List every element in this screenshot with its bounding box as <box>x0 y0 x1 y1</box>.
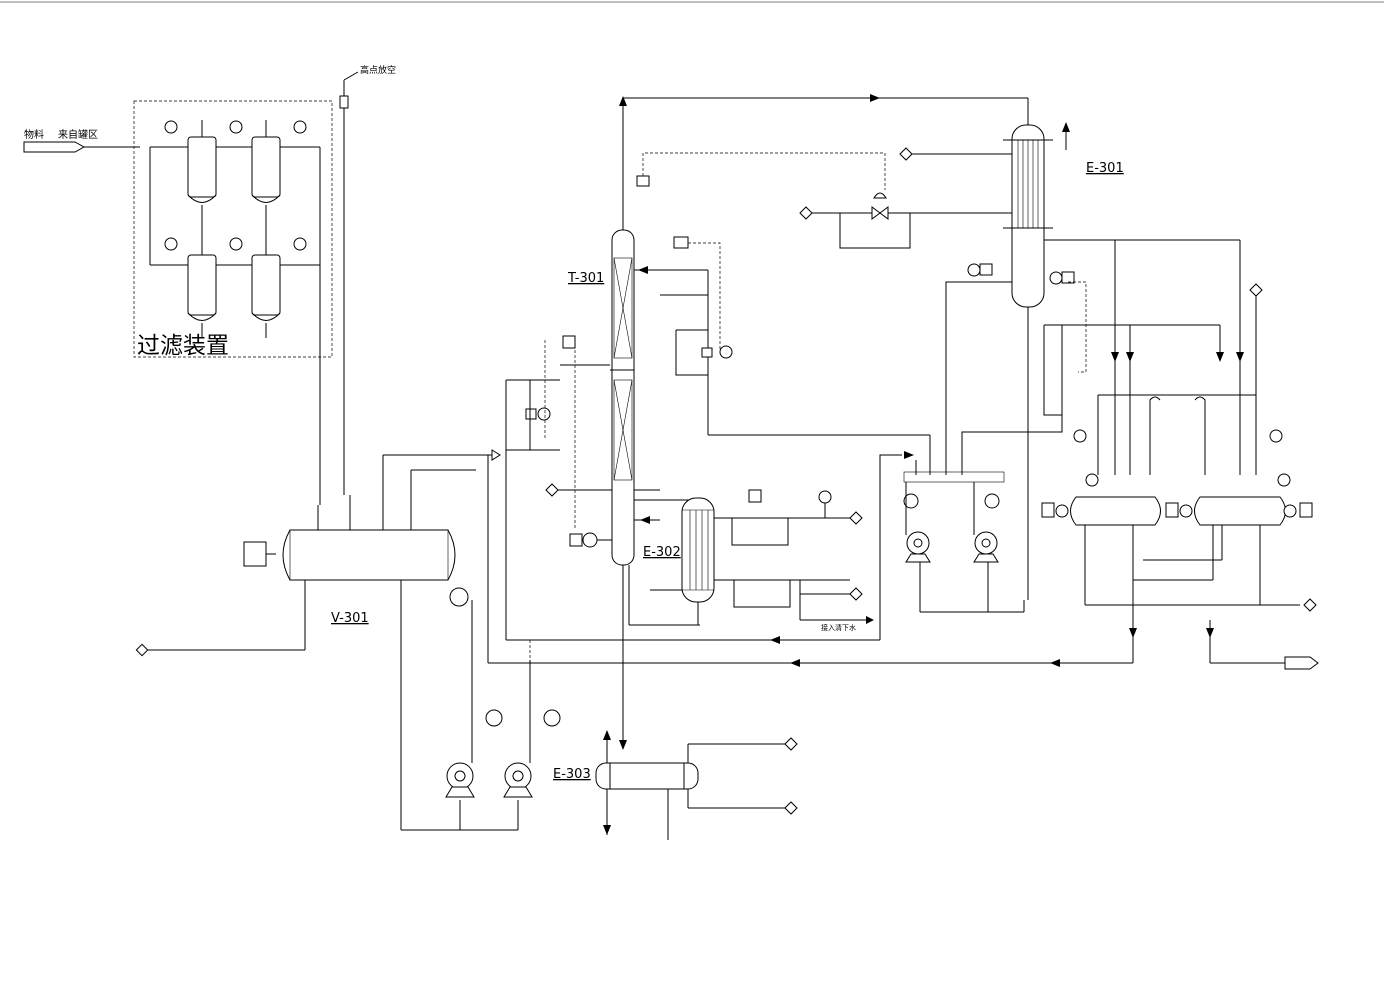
reflux-pumps <box>879 451 1025 640</box>
condenser-tag: E-301 <box>1086 161 1124 176</box>
high-point-vent: 高点放空 <box>339 64 396 495</box>
offpage-connector-icon <box>799 206 813 220</box>
level-indicator-icon <box>449 587 469 607</box>
return-lines <box>487 455 1134 680</box>
column-tag: T-301 <box>567 271 604 286</box>
pressure-gauge-icon <box>543 709 561 727</box>
filter-vessel <box>251 254 281 321</box>
pressure-gauge-icon <box>818 490 832 504</box>
reboiler-tag: E-302 <box>643 545 681 560</box>
flow-arrow-icon <box>619 96 627 106</box>
offpage-connector-icon <box>135 643 149 657</box>
pump-icon <box>445 762 475 798</box>
feed-pumps <box>401 600 561 831</box>
pressure-gauge-icon <box>984 493 1000 509</box>
cooler-e303: E-303 <box>553 730 798 840</box>
instrument-icon <box>569 533 583 547</box>
reboiler-shell <box>681 497 715 603</box>
instrument-icon <box>748 489 762 503</box>
feed-source-label: 来自罐区 <box>58 128 98 141</box>
product-outlet-tag <box>1284 656 1319 670</box>
control-valve-icon <box>1073 429 1087 443</box>
offpage-connector-icon <box>1249 283 1263 297</box>
pressure-gauge-icon <box>903 493 919 509</box>
filter-vessel <box>187 136 217 203</box>
control-valve-icon <box>873 192 887 199</box>
column-t301: T-301 <box>545 94 1029 745</box>
offpage-connector-icon <box>899 147 913 161</box>
vent-valve-icon <box>339 95 349 109</box>
pressure-gauge-icon <box>229 237 243 251</box>
column-shell <box>611 229 635 566</box>
control-valve-icon <box>701 347 713 358</box>
tank-tag: V-301 <box>331 611 369 626</box>
instrument-icon <box>1061 271 1075 284</box>
pressure-gauge-icon <box>293 120 307 134</box>
reflux-loop <box>634 236 931 475</box>
feed-inlet: 物料 来自罐区 <box>23 128 140 153</box>
offpage-connector-icon <box>1303 598 1317 612</box>
pump-icon <box>905 531 931 563</box>
flow-arrow-icon <box>491 449 501 461</box>
level-gauge-icon <box>1165 502 1179 518</box>
receivers <box>1041 240 1319 670</box>
filter-unit-boundary <box>133 100 333 358</box>
level-gauge-icon <box>243 541 267 567</box>
filter-vessel <box>251 136 281 203</box>
feed-material-label: 物料 <box>24 128 44 141</box>
pressure-gauge-icon <box>537 407 551 421</box>
pressure-gauge-icon <box>164 237 178 251</box>
offpage-connector-icon <box>784 801 798 815</box>
pressure-gauge-icon <box>1277 473 1291 487</box>
filter-unit: 过滤装置 <box>133 100 333 505</box>
pressure-gauge-icon <box>293 237 307 251</box>
pressure-gauge-icon <box>582 532 598 548</box>
pressure-gauge-icon <box>485 709 503 727</box>
offpage-connector-icon <box>849 587 863 601</box>
offpage-connector-icon <box>849 511 863 525</box>
pump-icon <box>973 531 999 563</box>
filter-unit-label: 过滤装置 <box>137 333 229 359</box>
pressure-gauge-icon <box>1055 504 1069 518</box>
pressure-gauge-icon <box>1085 473 1099 487</box>
pressure-gauge-icon <box>1049 271 1063 285</box>
filter-vessel <box>187 254 217 321</box>
feed-arrow-tag <box>23 141 86 153</box>
sewage-label: 接入清下水 <box>821 623 856 632</box>
control-valve-icon <box>1269 429 1283 443</box>
tank-vessel <box>282 529 456 581</box>
cooler-shell <box>595 762 699 790</box>
level-gauge-icon <box>1041 502 1055 518</box>
instrument-icon <box>673 236 689 249</box>
pressure-gauge-icon <box>1283 504 1297 518</box>
receiver-vessel <box>1070 496 1161 526</box>
offpage-connector-icon <box>545 483 559 497</box>
side-feed-loop <box>491 335 610 640</box>
control-valve-icon <box>525 408 537 420</box>
pressure-gauge-icon <box>1179 504 1193 518</box>
instrument-icon <box>979 263 993 276</box>
pressure-gauge-icon <box>164 120 178 134</box>
offpage-connector-icon <box>784 737 798 751</box>
cooler-tag: E-303 <box>553 767 591 782</box>
pressure-gauge-icon <box>719 345 733 359</box>
flow-arrow-icon <box>870 94 880 102</box>
reboiler-e302: E-302 接入清下水 <box>643 489 874 632</box>
condenser-e301: E-301 <box>799 122 1241 600</box>
level-gauge-icon <box>1299 502 1313 518</box>
pump-icon <box>503 762 533 798</box>
pressure-gauge-icon <box>229 120 243 134</box>
instrument-icon <box>562 335 576 349</box>
tank-v301: V-301 <box>135 454 492 830</box>
instrument-icon <box>636 175 650 187</box>
pressure-gauge-icon <box>967 263 981 277</box>
high-vent-label: 高点放空 <box>360 64 396 76</box>
receiver-vessel <box>1194 496 1286 526</box>
